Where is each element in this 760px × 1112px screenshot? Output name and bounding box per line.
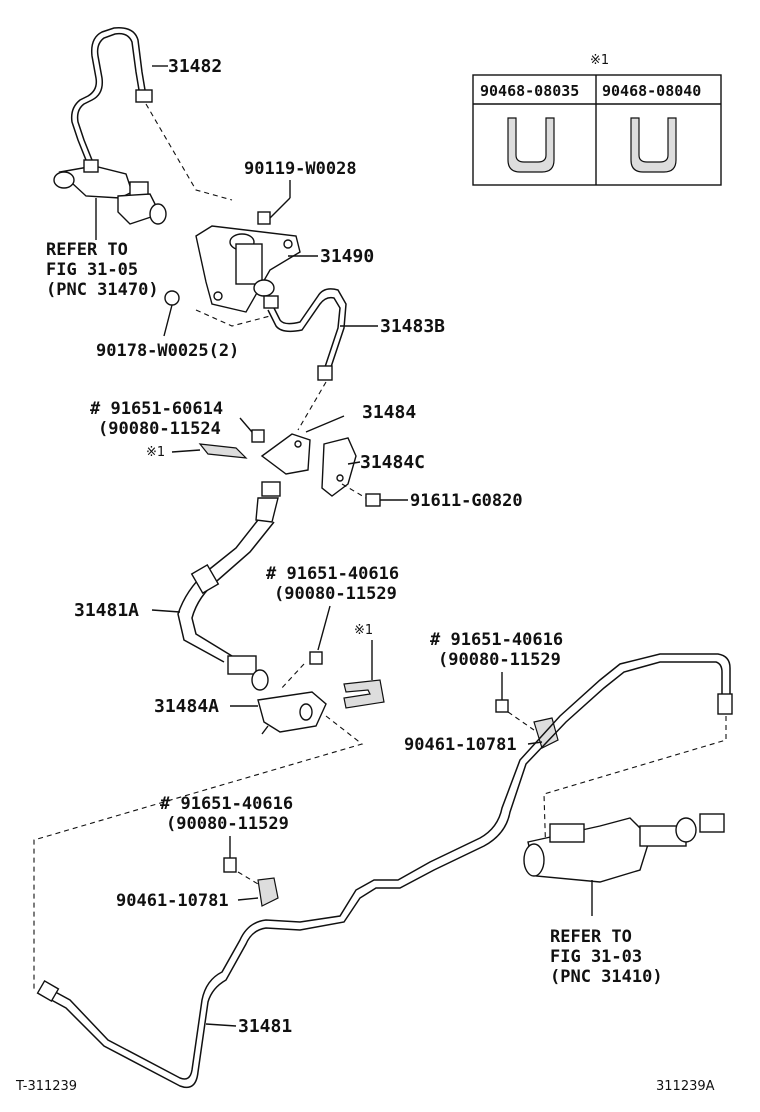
clip-variant-table: ※1 90468-08035 90468-08040 xyxy=(472,53,722,186)
label-91651-40616-a: # 91651-40616 xyxy=(266,564,399,584)
union-31490 xyxy=(195,225,301,313)
label-90080-11529-c: (90080-11529 xyxy=(166,814,289,834)
clip-mark1-b xyxy=(343,679,385,709)
refer1-line1: REFER TO xyxy=(46,240,128,260)
clip-mark1-a xyxy=(198,443,248,459)
u-clip-08040 xyxy=(630,117,677,173)
bracket-31484 xyxy=(260,433,311,475)
bolt-91651-40616-a xyxy=(309,651,323,665)
refer2-line3: (PNC 31410) xyxy=(550,967,663,987)
bolt-91651-60614 xyxy=(239,417,265,443)
label-90461-b: 90461-10781 xyxy=(116,891,229,911)
tube-31483b xyxy=(263,288,347,381)
label-31482: 31482 xyxy=(168,56,222,77)
bolt-91651-40616-b xyxy=(495,699,509,713)
table-col1-header: 90468-08035 xyxy=(480,82,579,100)
label-31484a: 31484A xyxy=(154,696,219,717)
label-31490: 31490 xyxy=(320,246,374,267)
label-31484c: 31484C xyxy=(360,452,425,473)
label-90080-11524: (90080-11524 xyxy=(98,419,221,439)
label-31483b: 31483B xyxy=(380,316,445,337)
table-mark: ※1 xyxy=(590,53,609,68)
hose-31481a xyxy=(177,481,281,691)
mark1-b: ※1 xyxy=(354,623,373,638)
label-31484: 31484 xyxy=(362,402,416,423)
u-clip-08035 xyxy=(507,117,555,173)
bracket-31484c xyxy=(321,437,357,497)
label-90080-11529-b: (90080-11529 xyxy=(438,650,561,670)
table-frame xyxy=(472,74,722,186)
refer2-line1: REFER TO xyxy=(550,927,632,947)
master-cylinder xyxy=(523,813,725,916)
mark1-a: ※1 xyxy=(146,445,165,460)
footer-left: T-311239 xyxy=(15,1079,77,1094)
bolt-91651-40616-c xyxy=(223,857,237,873)
label-90461-a: 90461-10781 xyxy=(404,735,517,755)
table-col2-header: 90468-08040 xyxy=(602,82,701,100)
refer2-line2: FIG 31-03 xyxy=(550,947,642,967)
refer1-line3: (PNC 31470) xyxy=(46,280,159,300)
label-31481a: 31481A xyxy=(74,600,139,621)
label-91651-40616-c: # 91651-40616 xyxy=(160,794,293,814)
label-91651-60614: # 91651-60614 xyxy=(90,399,223,419)
refer1-line2: FIG 31-05 xyxy=(46,260,138,280)
footer-right: 311239A xyxy=(656,1079,715,1094)
label-91611: 91611-G0820 xyxy=(410,491,523,511)
tube-31482 xyxy=(70,27,168,161)
clip-90461-b xyxy=(257,877,279,907)
label-90080-11529-a: (90080-11529 xyxy=(274,584,397,604)
label-31481: 31481 xyxy=(238,1016,292,1037)
release-cylinder xyxy=(53,159,167,240)
label-90178: 90178-W0025(2) xyxy=(96,341,239,361)
label-91651-40616-b: # 91651-40616 xyxy=(430,630,563,650)
tube-31481 xyxy=(36,653,733,1089)
bolt-90178 xyxy=(163,290,180,337)
bracket-31484a xyxy=(257,691,327,735)
bolt-90119 xyxy=(257,197,291,225)
label-90119: 90119-W0028 xyxy=(244,159,357,179)
bolt-91611 xyxy=(365,493,408,507)
